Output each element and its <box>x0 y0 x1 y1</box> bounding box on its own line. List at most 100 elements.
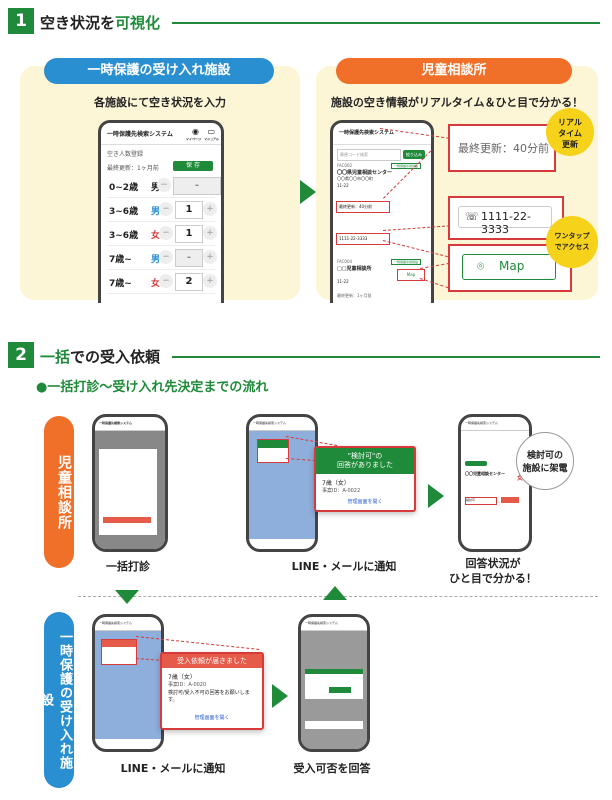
status-caption: 回答状況が ひと目で分かる！ <box>440 556 546 586</box>
section2-title-suffix: での受入依頼 <box>70 348 161 366</box>
badge-line: タイム <box>558 129 582 138</box>
row-age: 3~6歳 <box>109 231 139 241</box>
bubble-line: 施設に架電 <box>522 464 568 474</box>
app-title: 一時保護先検索システム <box>249 417 315 431</box>
map-label: Map <box>499 259 525 273</box>
consultation-pill: 児童相談所 <box>336 58 572 84</box>
vacancy-row: 7歳~ 女 − 2 + <box>107 271 217 294</box>
app-title: 一時保護先検索システム <box>95 617 161 631</box>
notif-header-line: 回答がありました <box>337 461 393 469</box>
facility-date: 11-22 <box>337 183 349 188</box>
mypage-label: マイページ <box>186 137 201 141</box>
call-bubble: 検討可の 施設に架電 <box>516 432 574 490</box>
minus-icon[interactable]: − <box>159 274 173 288</box>
status-caption-line: ひと目で分かる！ <box>449 572 537 585</box>
facility-pill: 一時保護の受け入れ施設 <box>44 58 274 84</box>
arrow-up-icon <box>323 586 347 600</box>
tel-small[interactable]: 1111-22-3333 <box>336 233 390 245</box>
facility-address: 〇〇県〇〇市〇〇町 <box>337 176 373 181</box>
minus-icon[interactable]: − <box>159 202 173 216</box>
notification-bottom[interactable]: 受入依頼が届きました 7歳（女） 事案ID：A-0020 検討可/受入不可の回答… <box>160 652 264 730</box>
section2-title-highlight: 一括 <box>40 348 71 366</box>
save-button[interactable]: 保 存 <box>173 161 213 171</box>
user-icon[interactable]: ◉ <box>192 127 199 136</box>
tel-field[interactable]: ☏ 1111-22-3333 <box>458 206 552 236</box>
bubble-line: 検討可の <box>526 451 563 461</box>
section2-number: 2 <box>8 342 34 368</box>
arrow-right-icon <box>300 180 316 204</box>
open-admin-link[interactable]: 管理画面を開く <box>194 715 230 721</box>
input-phone: 一時保護先検索システム ◉ ▭ マイページ マニュアル 空き人数登録 最終更新：… <box>98 120 224 303</box>
answer-caption: 受入可否を回答 <box>293 762 371 775</box>
chat-bubble-header <box>102 640 136 647</box>
answer-submit-button[interactable] <box>329 687 351 693</box>
notif-child: 7歳（女） <box>322 480 350 487</box>
section1-divider <box>172 22 600 24</box>
minus-icon[interactable]: − <box>159 250 173 264</box>
update-label: 最終更新：1ヶ月前 <box>107 165 159 172</box>
tel-callout[interactable]: ☏ 1111-22-3333 <box>448 196 564 240</box>
minus-icon[interactable]: − <box>159 226 173 240</box>
status-sex: 女 <box>517 475 524 482</box>
answer-phone: 一時保護先検索システム <box>298 614 370 752</box>
update-callout-text: 最終更新：40分前 <box>458 142 549 155</box>
facility-tag: 一時保護専用施設 <box>391 259 422 265</box>
notif-header-line: "検討可"の <box>347 452 383 460</box>
minus-icon[interactable]: − <box>157 178 171 192</box>
bulk-send-button[interactable] <box>103 517 151 523</box>
badge-line: 更新 <box>562 140 578 149</box>
map-pin-icon: ⌾ <box>477 259 485 273</box>
realtime-badge: リアル タイム 更新 <box>546 108 594 156</box>
notif-child: 7歳（女） <box>168 674 196 681</box>
badge-line: リアル <box>558 118 582 127</box>
search-phone-header: 一時保護先検索システム <box>333 123 431 145</box>
vacancy-row: 3~6歳 男 − 1 + <box>107 199 217 222</box>
notify-caption-top: LINE・メールに通知 <box>291 560 397 573</box>
map-small[interactable]: Map <box>397 269 425 281</box>
open-admin-link[interactable]: 管理画面を開く <box>347 499 383 505</box>
line-phone-bottom: 一時保護先検索システム <box>92 614 164 752</box>
notification-top-header: "検討可"の 回答がありました <box>316 448 414 474</box>
vacancy-row: 3~6歳 女 − 1 + <box>107 223 217 246</box>
search-phone: 一時保護先検索システム 郵便コード検索 絞り込み FAC002 〇〇県児童相談セ… <box>330 120 434 303</box>
status-action[interactable] <box>501 497 519 503</box>
map-button[interactable]: ⌾ Map <box>462 254 556 280</box>
row-age: 7歳~ <box>109 255 132 265</box>
notification-top[interactable]: "検討可"の 回答がありました 7歳（女） 事案ID：A-0022 管理画面を開… <box>314 446 416 512</box>
row-value[interactable]: 1 <box>175 225 203 243</box>
status-phone: 一時保護先検索システム 〇〇児童相談センター 検討可 女 <box>458 414 532 552</box>
vlabel-facility: 一時保護の受け入れ施設 <box>38 612 74 788</box>
status-label: 検討可 <box>465 497 497 505</box>
row-value[interactable]: 1 <box>175 201 203 219</box>
plus-icon[interactable]: + <box>203 250 217 264</box>
section2-divider <box>172 356 600 358</box>
plus-icon[interactable]: + <box>203 226 217 240</box>
bottom-update: 最終更新：1ヶ月前 <box>337 293 372 298</box>
chat-bubble-small <box>101 639 137 665</box>
row-sex: 女 <box>151 231 161 241</box>
filter-button[interactable]: 絞り込み <box>403 150 425 159</box>
notification-bottom-header: 受入依頼が届きました <box>162 654 262 668</box>
phone-icon: ☏ <box>465 210 479 223</box>
line-phone-top: 一時保護先検索システム <box>246 414 318 552</box>
status-filter[interactable] <box>465 461 487 466</box>
manual-icon[interactable]: ▭ <box>207 127 215 136</box>
facility-tag: 一時保護専用施設 <box>391 163 422 169</box>
row-sex: 女 <box>151 279 161 289</box>
vlabel-consultation: 児童相談所 <box>44 416 74 568</box>
plus-icon[interactable]: + <box>203 202 217 216</box>
row-value[interactable]: - <box>173 177 221 195</box>
facility-code: FAC002 <box>337 163 353 168</box>
vacancy-row: 0~2歳 男女 − - <box>107 175 221 198</box>
chat-bubble-small <box>257 439 289 463</box>
row-value[interactable]: - <box>175 249 203 267</box>
row-age: 3~6歳 <box>109 207 139 217</box>
search-input[interactable]: 郵便コード検索 <box>337 149 401 161</box>
notif-case-id: 事案ID：A-0022 <box>322 488 361 494</box>
notif-message: 検討可/受入不可の回答をお願いします。 <box>168 690 250 703</box>
status-facility: 〇〇児童相談センター <box>465 471 505 476</box>
app-title: 一時保護先検索システム <box>461 417 529 431</box>
badge-line: でアクセス <box>554 243 590 251</box>
row-value[interactable]: 2 <box>175 273 203 291</box>
plus-icon[interactable]: + <box>203 274 217 288</box>
